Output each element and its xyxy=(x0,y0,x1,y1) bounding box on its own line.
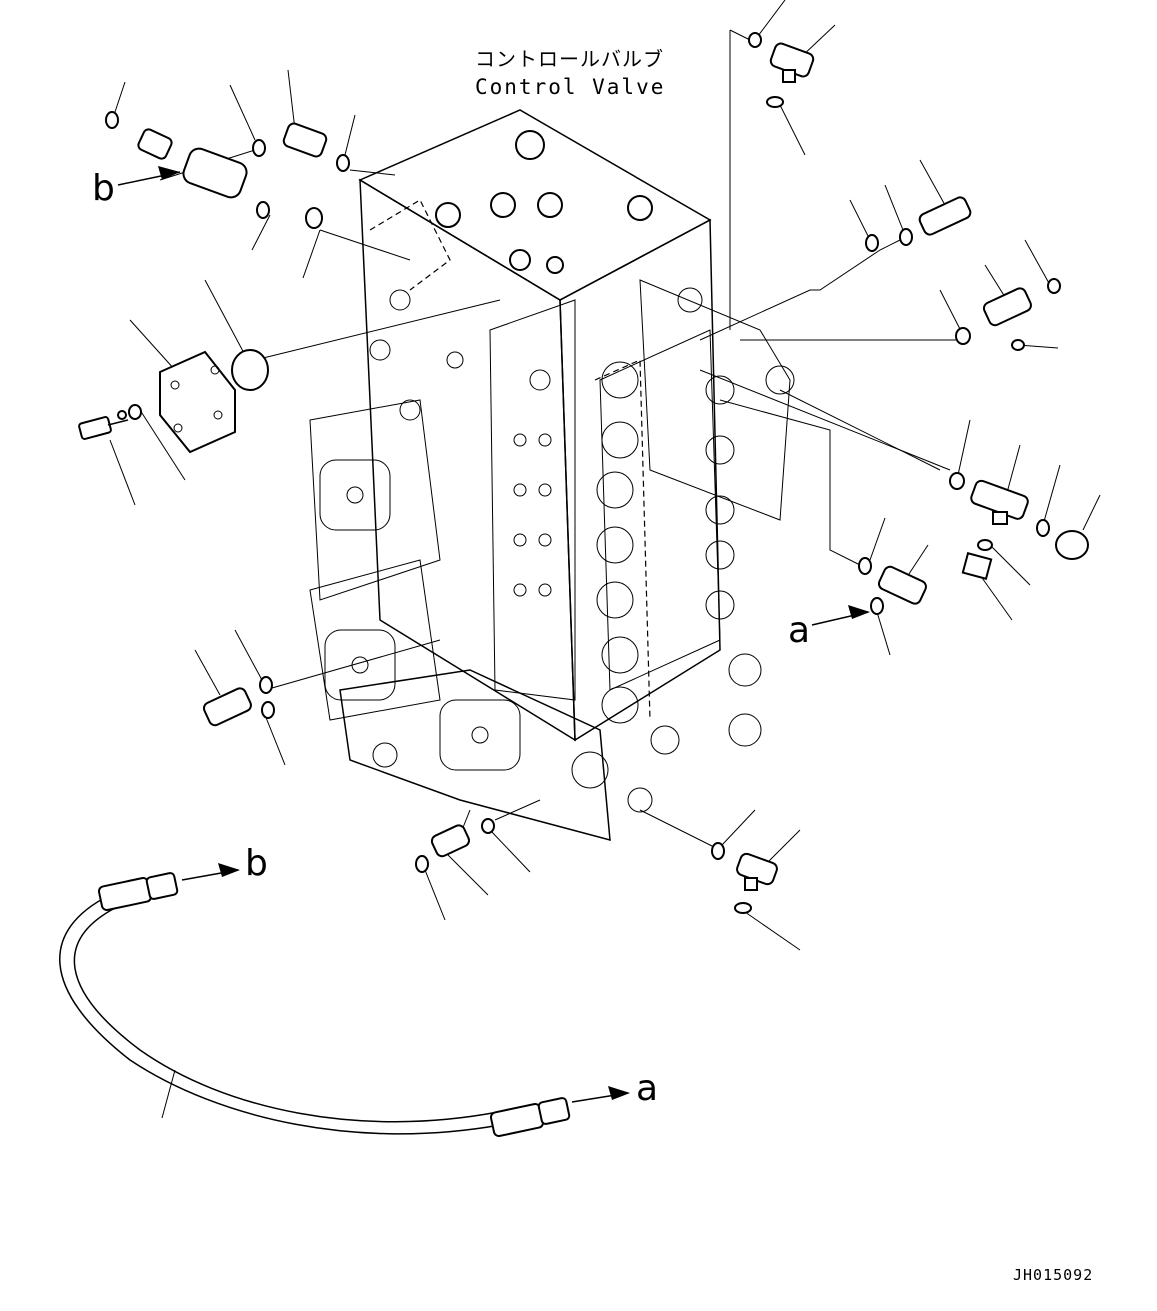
title-japanese: コントロールバルブ xyxy=(475,47,664,71)
fittings xyxy=(78,42,1089,891)
reference-arrows: b a b a xyxy=(92,166,870,1109)
ref-a-right: a xyxy=(788,610,810,651)
leader-lines xyxy=(109,0,1101,1119)
hose-assembly xyxy=(59,872,571,1138)
control-valve-body xyxy=(309,109,795,842)
o-rings xyxy=(105,32,1061,914)
ref-b-left: b xyxy=(92,168,115,209)
title-english: Control Valve xyxy=(475,75,665,99)
ref-a-hose: a xyxy=(636,1068,658,1109)
drawing-code: JH015092 xyxy=(1013,1266,1093,1284)
ref-b-hose: b xyxy=(245,843,268,884)
